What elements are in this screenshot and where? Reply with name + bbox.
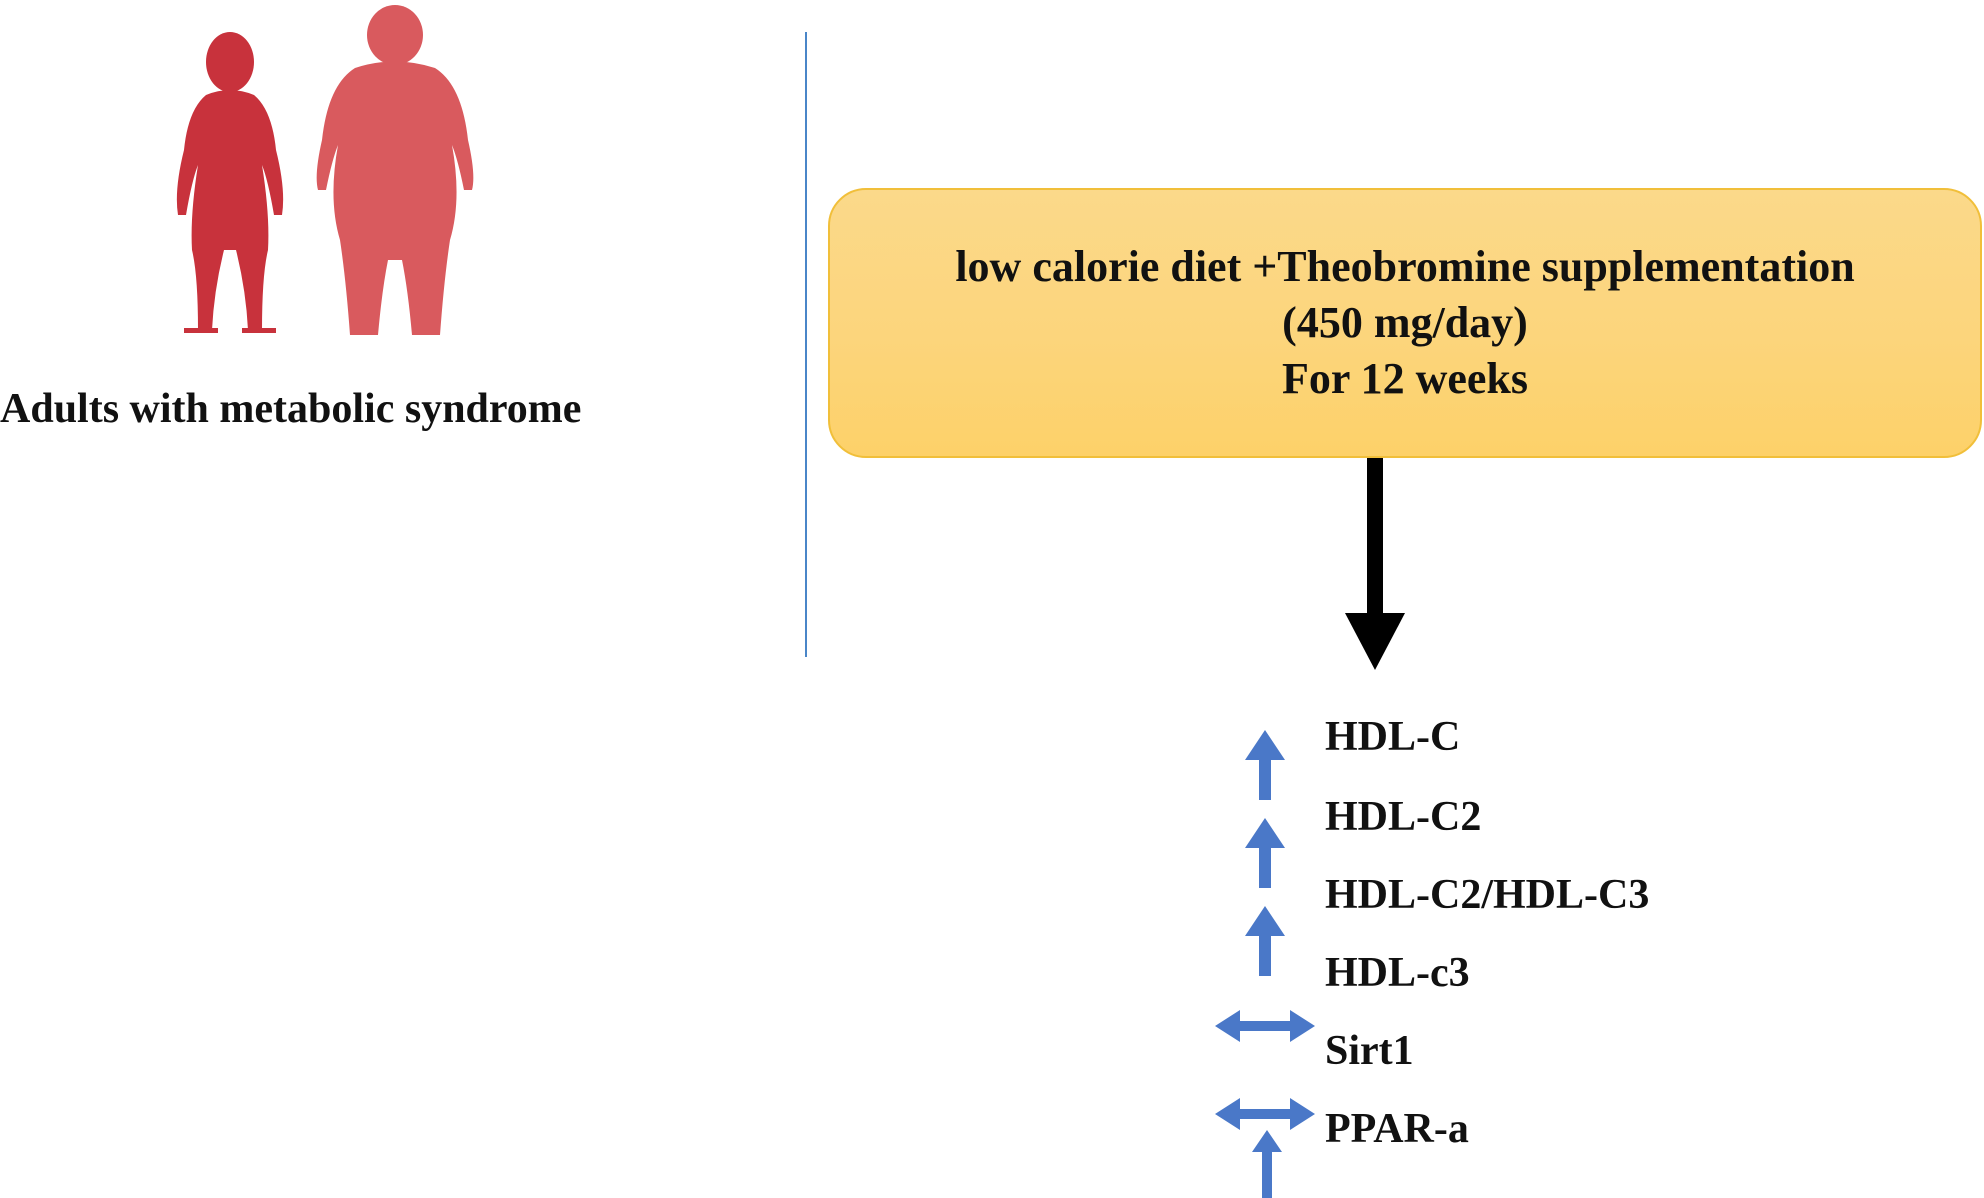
outcome-label-hdl-c2-hdl-c3: HDL-C2/HDL-C3 <box>1325 872 1650 918</box>
outcome-label-ppar-a: PPAR-a <box>1325 1106 1469 1152</box>
outcome-label-sirt1: Sirt1 <box>1325 1028 1414 1074</box>
population-label: Adults with metabolic syndrome <box>0 386 582 432</box>
outcome-label-hdl-c3: HDL-c3 <box>1325 950 1470 996</box>
increase-arrow-icon <box>1245 906 1285 976</box>
no-change-arrow-icon <box>1215 1010 1315 1042</box>
outcome-label-hdl-c: HDL-C <box>1325 714 1461 760</box>
intervention-line-2: (450 mg/day) <box>1282 298 1528 347</box>
man-silhouette-icon <box>316 5 474 335</box>
increase-arrow-icon <box>1245 730 1285 800</box>
obese-adults-silhouette-icon <box>176 5 474 335</box>
intervention-line-3: For 12 weeks <box>1281 354 1529 403</box>
down-arrow-icon <box>1345 458 1405 670</box>
increase-arrow-icon <box>1252 1130 1282 1198</box>
intervention-line-1: low calorie diet +Theobromine supplement… <box>955 242 1855 291</box>
intervention-box: low calorie diet +Theobromine supplement… <box>828 188 1982 458</box>
outcome-label-hdl-c2: HDL-C2 <box>1325 794 1482 840</box>
divider-line <box>805 32 807 657</box>
increase-arrow-icon <box>1245 818 1285 888</box>
no-change-arrow-icon <box>1215 1098 1315 1130</box>
woman-silhouette-icon <box>176 32 284 333</box>
